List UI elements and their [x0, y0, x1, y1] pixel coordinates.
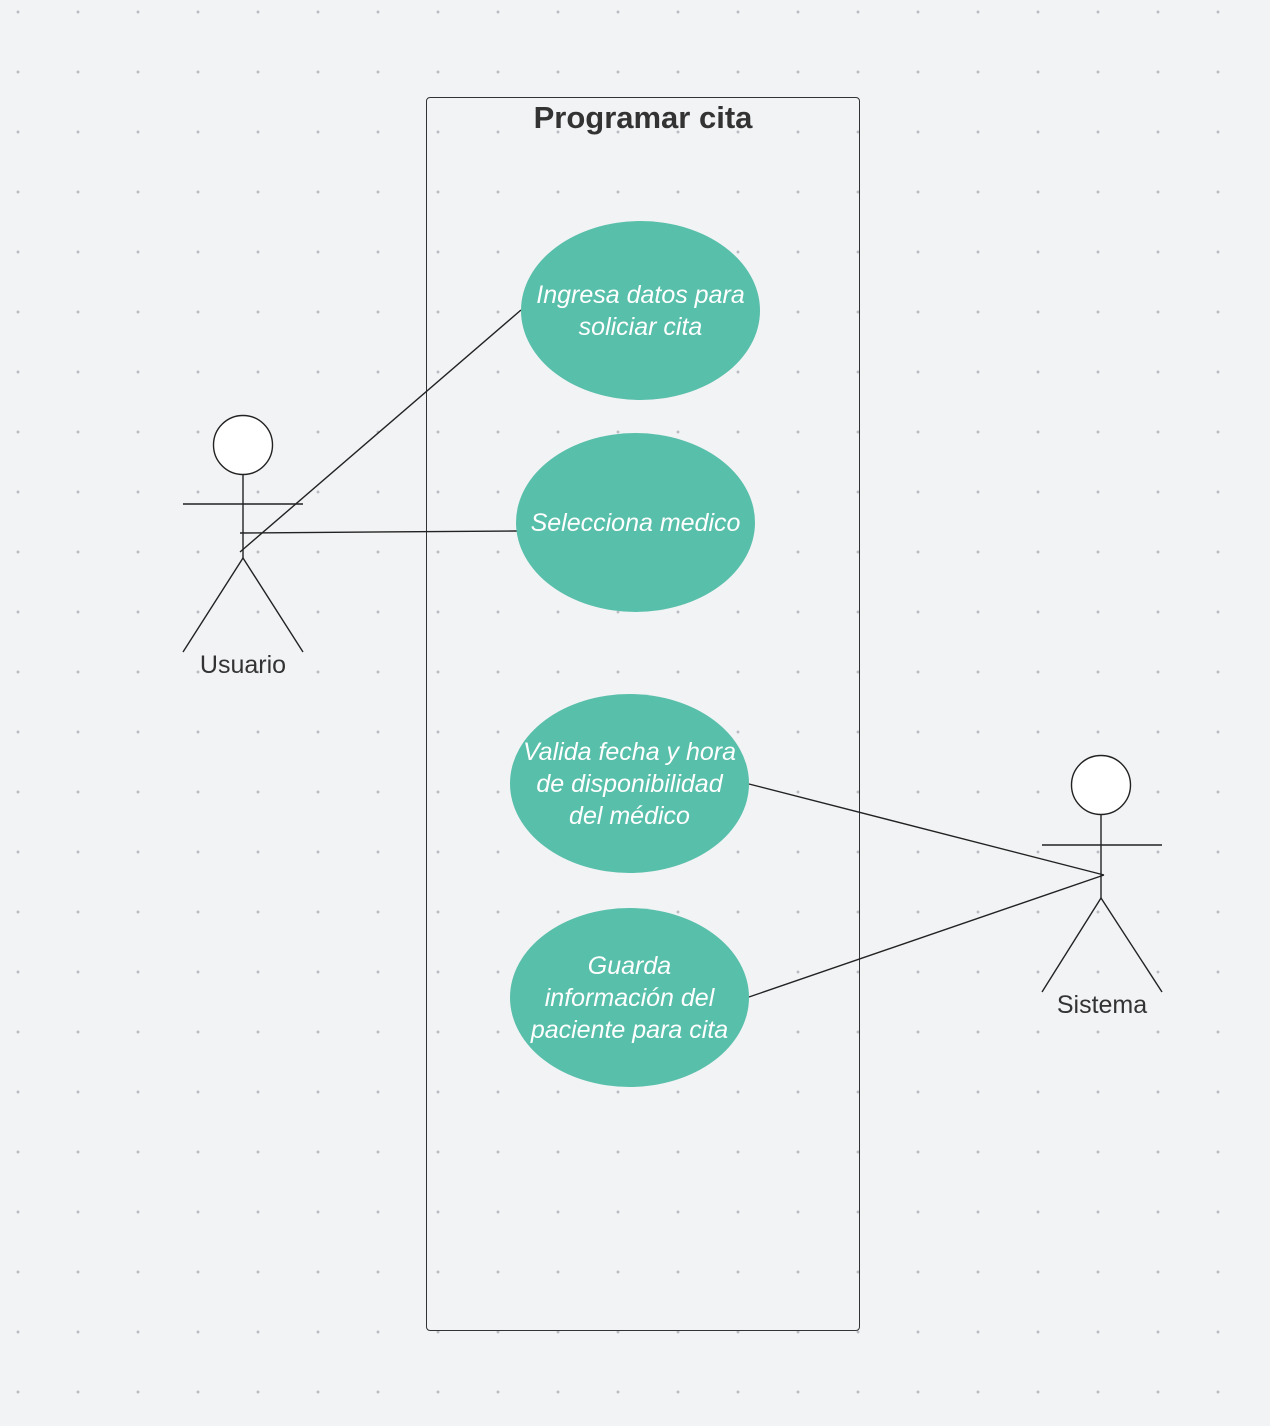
association-usuario-selecciona-medico [239, 530, 518, 534]
actor-usuario-label: Usuario [199, 651, 287, 679]
actor-sistema-figure [1041, 754, 1163, 993]
use-case-ingresa-datos: Ingresa datos para soliciar cita [521, 221, 760, 400]
system-boundary-title: Programar cita [533, 100, 753, 135]
association-sistema-guarda-informacion [748, 874, 1105, 998]
actor-usuario-figure [182, 414, 304, 653]
association-sistema-valida-fecha [748, 783, 1105, 876]
actor-usuario-head [212, 414, 274, 476]
use-case-selecciona-medico: Selecciona medico [516, 433, 755, 612]
association-usuario-ingresa-datos [239, 309, 522, 553]
use-case-valida-fecha: Valida fecha y hora de disponibilidad de… [510, 694, 749, 873]
use-case-guarda-informacion: Guarda información del paciente para cit… [510, 908, 749, 1087]
actor-sistema-head [1070, 754, 1132, 816]
system-boundary [426, 97, 860, 1331]
actor-sistema-label: Sistema [1056, 991, 1148, 1019]
